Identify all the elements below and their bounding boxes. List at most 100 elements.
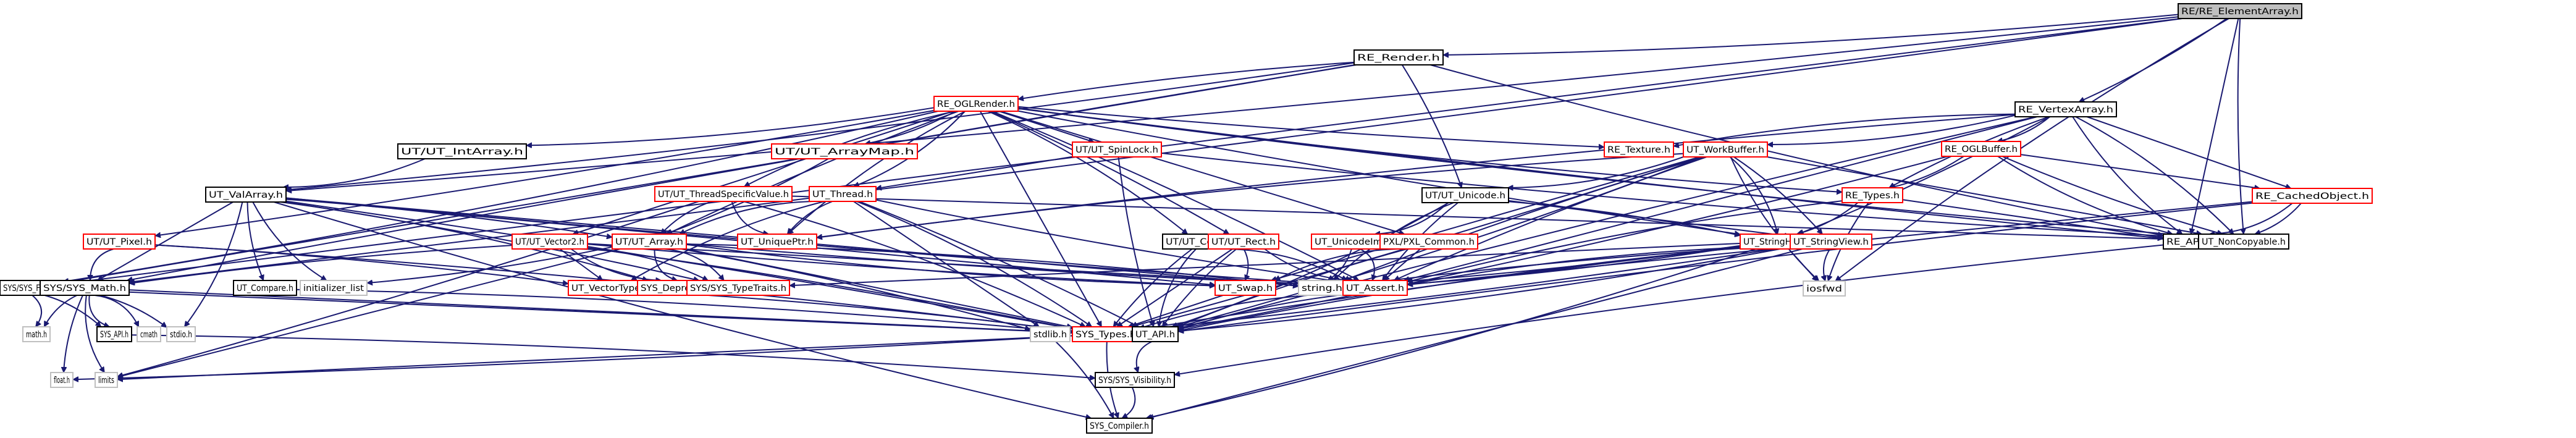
node-vertexarray[interactable]: RE_VertexArray.h [2014, 101, 2117, 117]
node-box [1342, 280, 1408, 296]
node-sysmath[interactable]: SYS/SYS_Math.h [40, 280, 130, 296]
edge-utarray-to-deprecated [654, 248, 678, 280]
node-box [1353, 49, 1444, 65]
edge-utarray-to-swap [686, 243, 1215, 286]
node-oglrender[interactable]: RE_OGLRender.h [933, 96, 1019, 112]
node-box [22, 326, 51, 342]
node-compare[interactable]: UT_Compare.h [233, 280, 297, 296]
node-box [95, 372, 118, 388]
edge-oglrender-to-spinlock [998, 111, 1094, 142]
node-uniqueptr[interactable]: UT_UniquePtr.h [737, 234, 817, 250]
node-arraymap[interactable]: UT/UT_ArrayMap.h [771, 143, 918, 159]
node-utarray[interactable]: UT/UT_Array.h [612, 234, 687, 250]
node-unicode[interactable]: UT/UT_Unicode.h [1421, 187, 1509, 203]
edge-thread-to-systypes [856, 201, 1092, 327]
node-stdlibh[interactable]: stdlib.h [1030, 326, 1071, 342]
node-systypes[interactable]: SYS_Types.h [1072, 326, 1140, 342]
node-pixel[interactable]: UT/UT_Pixel.h [83, 234, 156, 250]
node-workbuffer[interactable]: UT_WorkBuffer.h [1683, 141, 1768, 158]
node-iosfwd[interactable]: iosfwd [1803, 280, 1846, 297]
node-threadspecific[interactable]: UT/UT_ThreadSpecificValue.h [654, 186, 793, 202]
edge-vertexarray-to-reapi [2072, 116, 2182, 235]
edge-vertexarray-to-workbuffer [1767, 114, 2016, 145]
node-cachedobject[interactable]: RE_CachedObject.h [2252, 188, 2373, 204]
node-typetraits[interactable]: SYS/SYS_TypeTraits.h [686, 280, 790, 296]
edge-color-to-systypes [1113, 248, 1193, 327]
edge-sysfloor-to-sysapi [44, 295, 101, 327]
node-valarray[interactable]: UT_ValArray.h [205, 187, 287, 203]
node-label: math.h [26, 330, 47, 340]
edge-oglrender-to-rect [990, 111, 1229, 235]
edge-oglrender-to-pxlcommon [1000, 111, 1404, 234]
node-spinlock[interactable]: UT/UT_SpinLock.h [1072, 141, 1162, 158]
node-label: RE_OGLBuffer.h [1945, 145, 2018, 154]
node-stringh[interactable]: string.h [1298, 280, 1346, 296]
node-stdioh[interactable]: stdio.h [166, 326, 196, 342]
node-pxlcommon[interactable]: PXL/PXL_Common.h [1379, 234, 1478, 250]
edge-rect-to-utapi [1161, 248, 1237, 327]
node-label: string.h [1302, 284, 1342, 293]
edge-thread-to-utapi [859, 201, 1139, 327]
node-rect[interactable]: UT/UT_Rect.h [1208, 234, 1279, 250]
node-label: RE_CachedObject.h [2255, 192, 2369, 201]
node-intarray[interactable]: UT/UT_IntArray.h [397, 143, 527, 159]
node-label: UT/UT_ThreadSpecificValue.h [658, 190, 789, 200]
node-box [83, 234, 156, 250]
node-label: SYS/SYS_Visibility.h [1098, 376, 1171, 385]
node-label: UT/UT_Rect.h [1211, 237, 1276, 247]
node-retypes[interactable]: RE_Types.h [1842, 187, 1903, 203]
node-label: UT_Swap.h [1218, 284, 1273, 293]
node-floath[interactable]: float.h [50, 372, 74, 388]
edge-vertexarray-to-noncopyable [2075, 116, 2234, 234]
edge-vector2-to-systypes [587, 247, 1072, 329]
edge-vertexarray-to-assert [1404, 116, 2037, 280]
edge-elementarray-to-render [1443, 14, 2179, 56]
node-label: SYS/SYS_Math.h [43, 284, 126, 293]
node-oglbuffer[interactable]: RE_OGLBuffer.h [1941, 141, 2021, 157]
edge-oglbuffer-to-retypes [1890, 156, 1964, 188]
node-stringview[interactable]: UT_StringView.h [1790, 234, 1872, 250]
node-render[interactable]: RE_Render.h [1353, 49, 1444, 65]
edge-oglrender-to-retypes [1017, 107, 1842, 192]
edge-sysmath-to-mathh [43, 295, 77, 327]
node-mathh[interactable]: math.h [22, 326, 51, 342]
edge-pixel-to-sysmath [90, 248, 114, 280]
node-noncopyable[interactable]: UT_NonCopyable.h [2198, 234, 2289, 250]
edge-sysfloor-to-mathh [32, 295, 42, 327]
node-label: iosfwd [1806, 284, 1842, 294]
edge-vertexarray-to-texture [1673, 113, 2016, 146]
node-vector2[interactable]: UT/UT_Vector2.h [511, 234, 588, 250]
node-sysapi[interactable]: SYS_API.h [96, 326, 132, 342]
edge-workbuffer-to-unicode [1507, 156, 1684, 188]
edge-stringview-to-stringh [1345, 245, 1791, 286]
edge-thread-to-utarray [680, 201, 813, 235]
node-label: UT/UT_IntArray.h [401, 147, 523, 157]
edge-pxlcommon-to-swap [1275, 248, 1400, 281]
node-label: SYS_API.h [100, 330, 128, 340]
node-assert[interactable]: UT_Assert.h [1342, 280, 1408, 296]
edge-vertexarray-to-stringholder [1798, 116, 2050, 234]
node-initlist[interactable]: initializer_list [300, 280, 368, 296]
edge-threadspecific-to-utarray [660, 201, 712, 234]
node-label: RE_Types.h [1845, 191, 1900, 201]
node-limits[interactable]: limits [95, 372, 118, 388]
node-cmath[interactable]: cmath [137, 326, 161, 342]
node-box [1803, 280, 1846, 297]
edge-elementarray-to-vertexarray [2079, 18, 2228, 103]
node-box [2252, 188, 2373, 204]
node-label: SYS_Compiler.h [1090, 421, 1149, 431]
edge-reapi-to-visibility [1174, 244, 2164, 375]
edge-valarray-to-typetraits [285, 201, 699, 280]
node-texture[interactable]: RE_Texture.h [1604, 141, 1674, 158]
node-box [40, 280, 130, 296]
node-compiler[interactable]: SYS_Compiler.h [1086, 418, 1153, 434]
node-thread[interactable]: UT_Thread.h [809, 186, 877, 202]
node-box [612, 234, 687, 250]
node-utapi[interactable]: UT_API.h [1132, 326, 1179, 342]
edge-utarray-to-initlist [367, 246, 613, 283]
edge-oglrender-to-color [988, 111, 1188, 235]
edge-oglbuffer-to-reapi [1997, 156, 2173, 234]
node-visibility[interactable]: SYS/SYS_Visibility.h [1095, 372, 1175, 388]
edge-vertexarray-to-oglbuffer [1997, 116, 2050, 141]
node-swap[interactable]: UT_Swap.h [1214, 280, 1276, 296]
